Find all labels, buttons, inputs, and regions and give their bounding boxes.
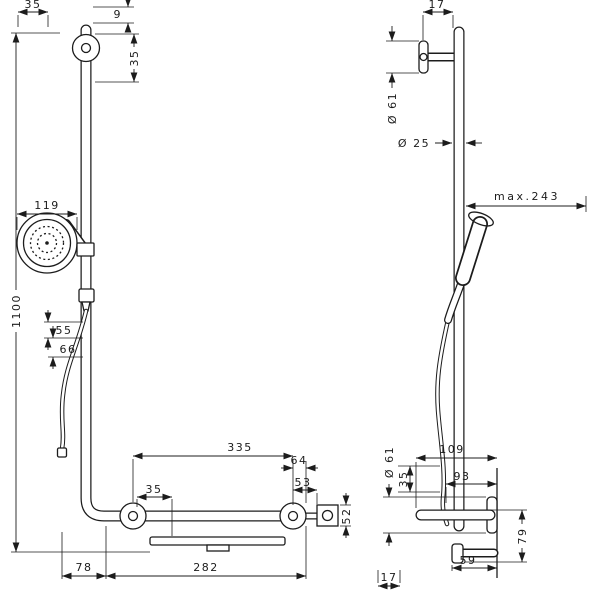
foot-pad bbox=[451, 543, 464, 564]
dim-top-escutcheon-dia-label: Ø 61 bbox=[386, 92, 399, 124]
dim-bar-straight-length-label: 282 bbox=[193, 561, 219, 574]
handshower-spray-face bbox=[22, 218, 72, 268]
dim-head-diameter: 119 bbox=[16, 199, 78, 230]
handshower-holder bbox=[76, 242, 95, 257]
dim-slider-lower-label: 66 bbox=[60, 343, 77, 356]
dim-top-bracket-gap: 9 bbox=[93, 0, 134, 33]
dim-bar-mount-span: 335 bbox=[132, 441, 294, 505]
dim-bottom-escutcheon-dia-label: Ø 61 bbox=[383, 446, 396, 478]
dim-top-wall-distance: 17 bbox=[422, 0, 454, 40]
shelf-bracket bbox=[206, 544, 230, 552]
dim-top-bracket-drop: 35 bbox=[95, 33, 141, 83]
dim-bar-outlet-offset-label: 53 bbox=[295, 476, 312, 489]
side-view: 17 Ø 61 Ø 25 max.243 Ø 61 bbox=[377, 0, 587, 590]
dim-elbow-offset-label: 78 bbox=[76, 561, 93, 574]
top-escutcheon-hole bbox=[80, 42, 92, 54]
front-view: 35 9 35 119 1100 bbox=[10, 0, 353, 580]
spray-ring-outer bbox=[29, 225, 65, 261]
dim-slider-upper: 55 bbox=[44, 310, 83, 350]
dim-drop-height: 79 bbox=[465, 509, 529, 563]
shower-hose bbox=[60, 309, 88, 451]
dim-top-offset-label: 35 bbox=[25, 0, 42, 11]
dim-slider-upper-label: 55 bbox=[56, 324, 73, 337]
dim-bar-mount-span-label: 335 bbox=[227, 441, 253, 454]
dim-bar-end-offset: 64 bbox=[281, 454, 318, 503]
shower-rail-outline bbox=[80, 24, 305, 522]
dim-bottom-wall-distance-label: 17 bbox=[381, 571, 398, 584]
dim-bar-straight-length: 282 bbox=[106, 526, 307, 580]
shower-rail-body bbox=[81, 25, 304, 521]
spray-ring-inner bbox=[36, 232, 58, 254]
dim-hose-gap: 35 bbox=[397, 465, 440, 493]
top-wall-plate bbox=[418, 40, 429, 74]
bar-right-escutcheon-hole bbox=[287, 510, 299, 522]
dim-outlet-height: 52 bbox=[340, 493, 353, 538]
bar-left-escutcheon-hole bbox=[127, 510, 139, 522]
dim-outlet-height-label: 52 bbox=[340, 508, 353, 525]
dim-drop-height-label: 79 bbox=[516, 528, 529, 545]
dim-bar-mount-inset: 35 bbox=[136, 483, 173, 536]
hose-nut bbox=[56, 447, 68, 458]
dim-hose-projection: 93 bbox=[445, 470, 497, 503]
dim-rail-dia-label: Ø 25 bbox=[398, 137, 430, 150]
dim-hose-gap-label: 35 bbox=[397, 471, 410, 488]
side-hose bbox=[436, 318, 450, 526]
dim-bottom-wall-distance: 17 bbox=[377, 570, 401, 590]
dim-head-diameter-label: 119 bbox=[34, 199, 60, 212]
top-wall-plate-hole bbox=[419, 52, 428, 62]
side-head-face bbox=[468, 211, 494, 227]
dim-bottom-escutcheon-dia: Ø 61 bbox=[383, 446, 486, 546]
dim-overall-height: 1100 bbox=[10, 32, 150, 553]
dim-foot-projection-label: 59 bbox=[460, 554, 477, 567]
dim-top-escutcheon-dia: Ø 61 bbox=[386, 26, 419, 124]
dim-overall-height-label: 1100 bbox=[10, 294, 23, 328]
bar-right-escutcheon bbox=[279, 502, 307, 530]
dim-bar-end-offset-label: 64 bbox=[291, 454, 308, 467]
dim-max-projection: max.243 bbox=[466, 190, 587, 212]
dim-max-projection-label: max.243 bbox=[494, 190, 560, 203]
dim-top-bracket-drop-label: 35 bbox=[128, 50, 141, 67]
side-head bbox=[456, 217, 487, 285]
slider-bracket bbox=[78, 288, 95, 303]
dim-bar-mount-inset-label: 35 bbox=[146, 483, 163, 496]
spray-center bbox=[45, 241, 49, 245]
dim-slider-lower: 66 bbox=[48, 326, 83, 369]
dim-elbow-offset: 78 bbox=[61, 526, 107, 580]
dim-hose-projection-label: 93 bbox=[454, 470, 471, 483]
dim-foot-projection: 59 bbox=[451, 554, 497, 572]
wall-outlet-port bbox=[321, 509, 334, 522]
dim-top-offset: 35 bbox=[17, 0, 49, 27]
dim-outlet-projection-label: 109 bbox=[439, 443, 465, 456]
soap-shelf bbox=[149, 536, 286, 546]
wall-outlet-elbow bbox=[316, 504, 339, 527]
dim-rail-dia: Ø 25 bbox=[398, 137, 482, 150]
dim-top-bracket-gap-label: 9 bbox=[114, 8, 123, 21]
bar-left-escutcheon bbox=[119, 502, 147, 530]
dim-bar-outlet-offset: 53 bbox=[293, 476, 318, 504]
top-escutcheon bbox=[71, 33, 101, 63]
dim-top-wall-distance-label: 17 bbox=[429, 0, 446, 11]
dim-outlet-projection: 109 bbox=[415, 443, 497, 508]
